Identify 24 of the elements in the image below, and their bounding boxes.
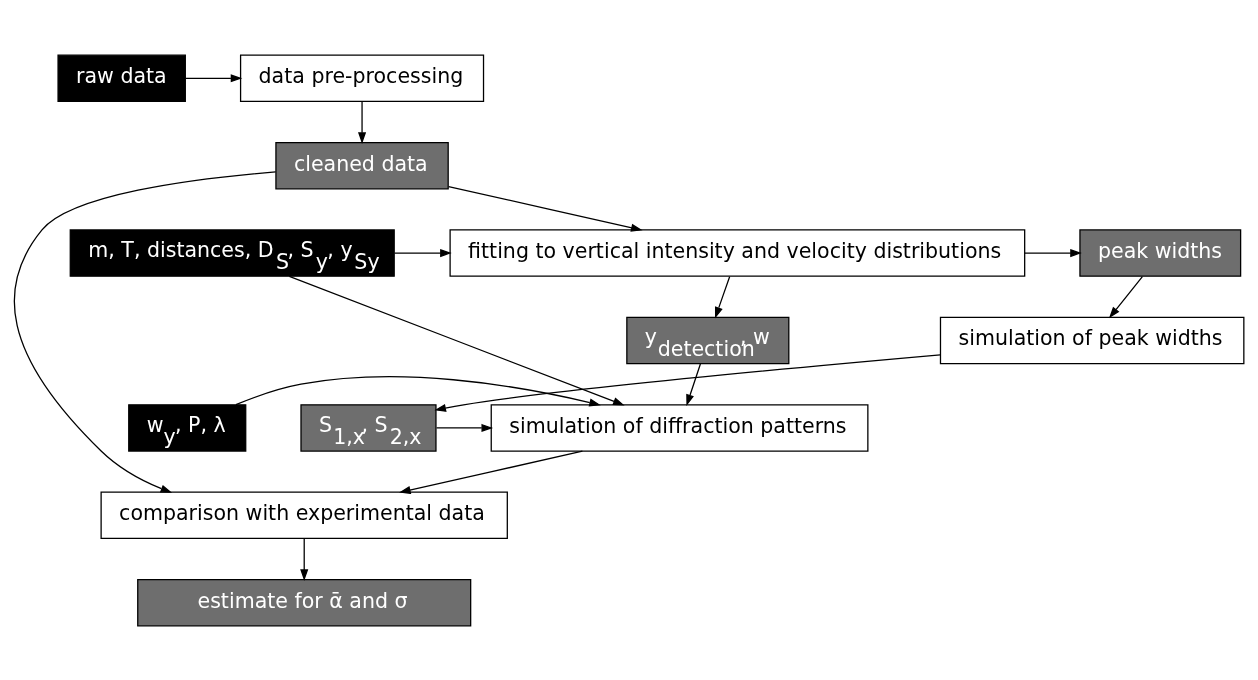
arrow bbox=[715, 275, 731, 319]
node-box: peak widths bbox=[1079, 228, 1242, 277]
node-box: raw data bbox=[57, 54, 186, 102]
arrow bbox=[358, 100, 367, 144]
arrow bbox=[184, 73, 243, 82]
node-box: cleaned data bbox=[275, 141, 449, 189]
arrow bbox=[448, 185, 643, 232]
arrow bbox=[300, 537, 309, 581]
arrow bbox=[13, 170, 277, 493]
arrow bbox=[434, 353, 941, 412]
arrow bbox=[1024, 248, 1082, 257]
node-box: data pre-processing bbox=[239, 54, 485, 102]
arrow bbox=[393, 248, 452, 257]
arrow bbox=[235, 375, 601, 406]
arrow bbox=[399, 450, 584, 494]
arrow bbox=[435, 423, 494, 432]
node-box: comparison with experimental data bbox=[100, 491, 508, 539]
node-box: simulation of peak widths bbox=[939, 316, 1245, 364]
node-box: simulation of diffraction patterns bbox=[490, 403, 869, 452]
arrow bbox=[288, 275, 625, 405]
arrow bbox=[686, 362, 702, 406]
arrow bbox=[1108, 275, 1144, 318]
node-box: estimate for ᾱ and σ bbox=[137, 578, 472, 626]
node-box: fitting to vertical intensity and velocity distributions bbox=[449, 228, 1026, 277]
